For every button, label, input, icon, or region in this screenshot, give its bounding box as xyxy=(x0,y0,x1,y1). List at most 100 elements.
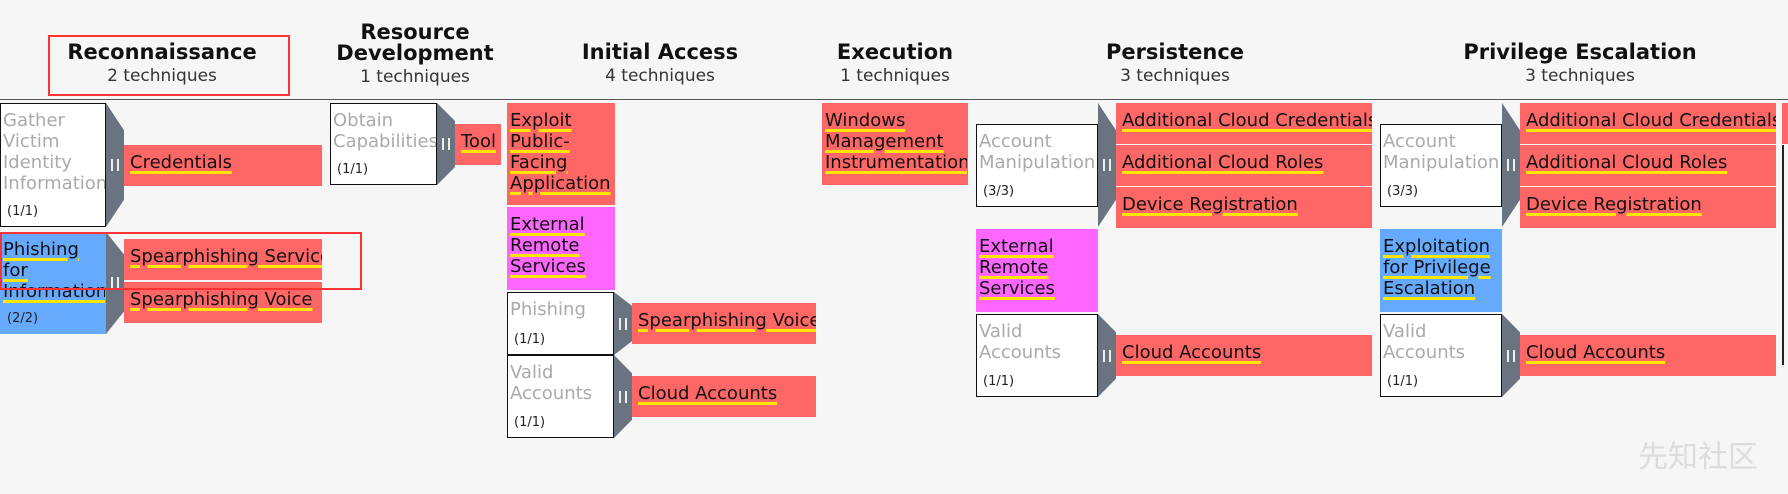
technique-gather-victim-identity-information[interactable]: Gather Victim Identity Information (1/1) xyxy=(0,103,106,227)
technique-label: External xyxy=(510,214,585,235)
technique-obtain-capabilities[interactable]: Obtain Capabilities (1/1) xyxy=(330,103,437,185)
technique-label: Identity xyxy=(3,152,72,173)
expand-handle[interactable] xyxy=(106,232,124,334)
tactic-name-line1: Resource xyxy=(360,20,470,44)
subtechnique-credentials[interactable]: Credentials xyxy=(124,145,322,186)
expand-handle[interactable] xyxy=(106,103,124,227)
technique-label: Accounts xyxy=(510,383,593,404)
subtechnique-additional-cloud-credentials[interactable]: Additional Cloud Credentials xyxy=(1116,103,1372,144)
handle-icon xyxy=(619,390,627,403)
technique-label: Information xyxy=(3,281,106,302)
technique-label: Valid xyxy=(510,362,554,383)
technique-external-remote-services[interactable]: External Remote Services xyxy=(507,207,615,290)
handle-icon xyxy=(442,138,450,150)
subtechnique-label: Credentials xyxy=(130,152,233,173)
subtechnique-additional-cloud-credentials[interactable]: Additional Cloud Credentials xyxy=(1520,103,1776,144)
tactic-count: 3 techniques xyxy=(1120,66,1230,86)
subtechnique-label: Spearphishing Voice xyxy=(130,289,313,310)
subtechnique-count: (3/3) xyxy=(983,184,1015,199)
expand-handle[interactable] xyxy=(1502,314,1520,397)
header-divider xyxy=(0,99,1788,100)
tactic-persistence[interactable]: Persistence 3 techniques xyxy=(1075,42,1275,86)
technique-valid-accounts[interactable]: Valid Accounts (1/1) xyxy=(1380,314,1502,397)
tactic-reconnaissance[interactable]: Reconnaissance 2 techniques xyxy=(52,40,272,86)
technique-windows-management-instrumentation[interactable]: Windows Management Instrumentation xyxy=(822,103,968,185)
technique-label: Accounts xyxy=(1383,342,1466,363)
selection-box-subtechnique xyxy=(0,232,362,290)
tactic-privilege-escalation[interactable]: Privilege Escalation 3 techniques xyxy=(1430,40,1730,86)
technique-label: Windows xyxy=(825,110,906,131)
tactic-name: Reconnaissance xyxy=(67,40,257,64)
subtechnique-count: (3/3) xyxy=(1387,184,1419,199)
subtechnique-spearphishing-service[interactable]: Spearphishing Service xyxy=(124,239,322,280)
next-column-cell xyxy=(1782,103,1788,144)
technique-label: External xyxy=(979,236,1054,257)
technique-valid-accounts[interactable]: Valid Accounts (1/1) xyxy=(976,314,1098,397)
subtechnique-count: (1/1) xyxy=(337,162,369,177)
handle-icon xyxy=(111,159,119,171)
technique-label: Remote xyxy=(510,235,580,256)
expand-handle[interactable] xyxy=(1098,103,1116,227)
technique-valid-accounts[interactable]: Valid Accounts (1/1) xyxy=(507,355,614,438)
expand-handle[interactable] xyxy=(614,355,632,438)
technique-exploitation-for-privilege-escalation[interactable]: Exploitation for Privilege Escalation xyxy=(1380,229,1502,312)
subtechnique-count: (1/1) xyxy=(514,415,546,430)
subtechnique-label: Spearphishing Service xyxy=(130,246,322,267)
subtechnique-device-registration[interactable]: Device Registration xyxy=(1116,187,1372,228)
technique-label: Manipulation xyxy=(979,152,1096,173)
technique-label: Valid xyxy=(979,321,1023,342)
tactic-initial-access[interactable]: Initial Access 4 techniques xyxy=(560,40,760,86)
technique-phishing[interactable]: Phishing (1/1) xyxy=(507,292,614,355)
technique-phishing-for-information[interactable]: Phishing for Information (2/2) xyxy=(0,232,106,334)
technique-label: Victim xyxy=(3,131,60,152)
subtechnique-additional-cloud-roles[interactable]: Additional Cloud Roles xyxy=(1520,145,1776,186)
technique-label: Exploit xyxy=(510,110,572,131)
subtechnique-label: Device Registration xyxy=(1526,194,1702,215)
subtechnique-label: Additional Cloud Credentials xyxy=(1526,110,1776,131)
tactic-name: Privilege Escalation xyxy=(1463,40,1697,64)
technique-label: Public- xyxy=(510,131,570,152)
handle-icon xyxy=(1103,349,1111,362)
technique-external-remote-services[interactable]: External Remote Services xyxy=(976,229,1098,312)
subtechnique-cloud-accounts[interactable]: Cloud Accounts xyxy=(632,376,816,417)
technique-account-manipulation[interactable]: Account Manipulation (3/3) xyxy=(1380,124,1502,207)
tactic-count: 1 techniques xyxy=(840,66,950,86)
subtechnique-spearphishing-voice[interactable]: Spearphishing Voice xyxy=(632,303,816,344)
technique-exploit-public-facing-application[interactable]: Exploit Public- Facing Application xyxy=(507,103,615,205)
subtechnique-cloud-accounts[interactable]: Cloud Accounts xyxy=(1116,335,1372,376)
tactic-name: Initial Access xyxy=(581,40,739,64)
subtechnique-label: Cloud Accounts xyxy=(638,383,778,404)
technique-label: Account xyxy=(1383,131,1456,152)
expand-handle[interactable] xyxy=(437,103,455,185)
technique-label: Manipulation xyxy=(1383,152,1500,173)
technique-label: Capabilities xyxy=(333,131,437,152)
technique-label: Accounts xyxy=(979,342,1062,363)
expand-handle[interactable] xyxy=(614,292,632,355)
next-column-edge xyxy=(1782,145,1788,365)
expand-handle[interactable] xyxy=(1502,103,1520,227)
subtechnique-additional-cloud-roles[interactable]: Additional Cloud Roles xyxy=(1116,145,1372,186)
technique-label: Information xyxy=(3,173,106,194)
subtechnique-label: Cloud Accounts xyxy=(1526,342,1666,363)
subtechnique-label: Additional Cloud Roles xyxy=(1526,152,1728,173)
handle-icon xyxy=(1507,159,1515,171)
subtechnique-cloud-accounts[interactable]: Cloud Accounts xyxy=(1520,335,1776,376)
tactic-count: 1 techniques xyxy=(360,67,470,87)
tactic-count: 4 techniques xyxy=(605,66,715,86)
technique-label: for Privilege xyxy=(1383,257,1491,278)
expand-handle[interactable] xyxy=(1098,314,1116,397)
handle-icon xyxy=(1103,159,1111,171)
subtechnique-label: Tool xyxy=(461,131,496,152)
technique-label: Phishing xyxy=(3,239,79,260)
subtechnique-count: (1/1) xyxy=(514,332,546,347)
tactic-name-line2: Development xyxy=(336,41,494,65)
tactic-name: Execution xyxy=(836,40,954,64)
technique-label: Instrumentation xyxy=(825,152,968,173)
technique-label: Services xyxy=(979,278,1055,299)
technique-account-manipulation[interactable]: Account Manipulation (3/3) xyxy=(976,124,1098,207)
subtechnique-tool[interactable]: Tool xyxy=(455,124,501,165)
tactic-execution[interactable]: Execution 1 techniques xyxy=(810,40,980,86)
subtechnique-device-registration[interactable]: Device Registration xyxy=(1520,187,1776,228)
tactic-resource-development[interactable]: Resource Development 1 techniques xyxy=(325,20,505,87)
technique-label: Gather xyxy=(3,110,65,131)
